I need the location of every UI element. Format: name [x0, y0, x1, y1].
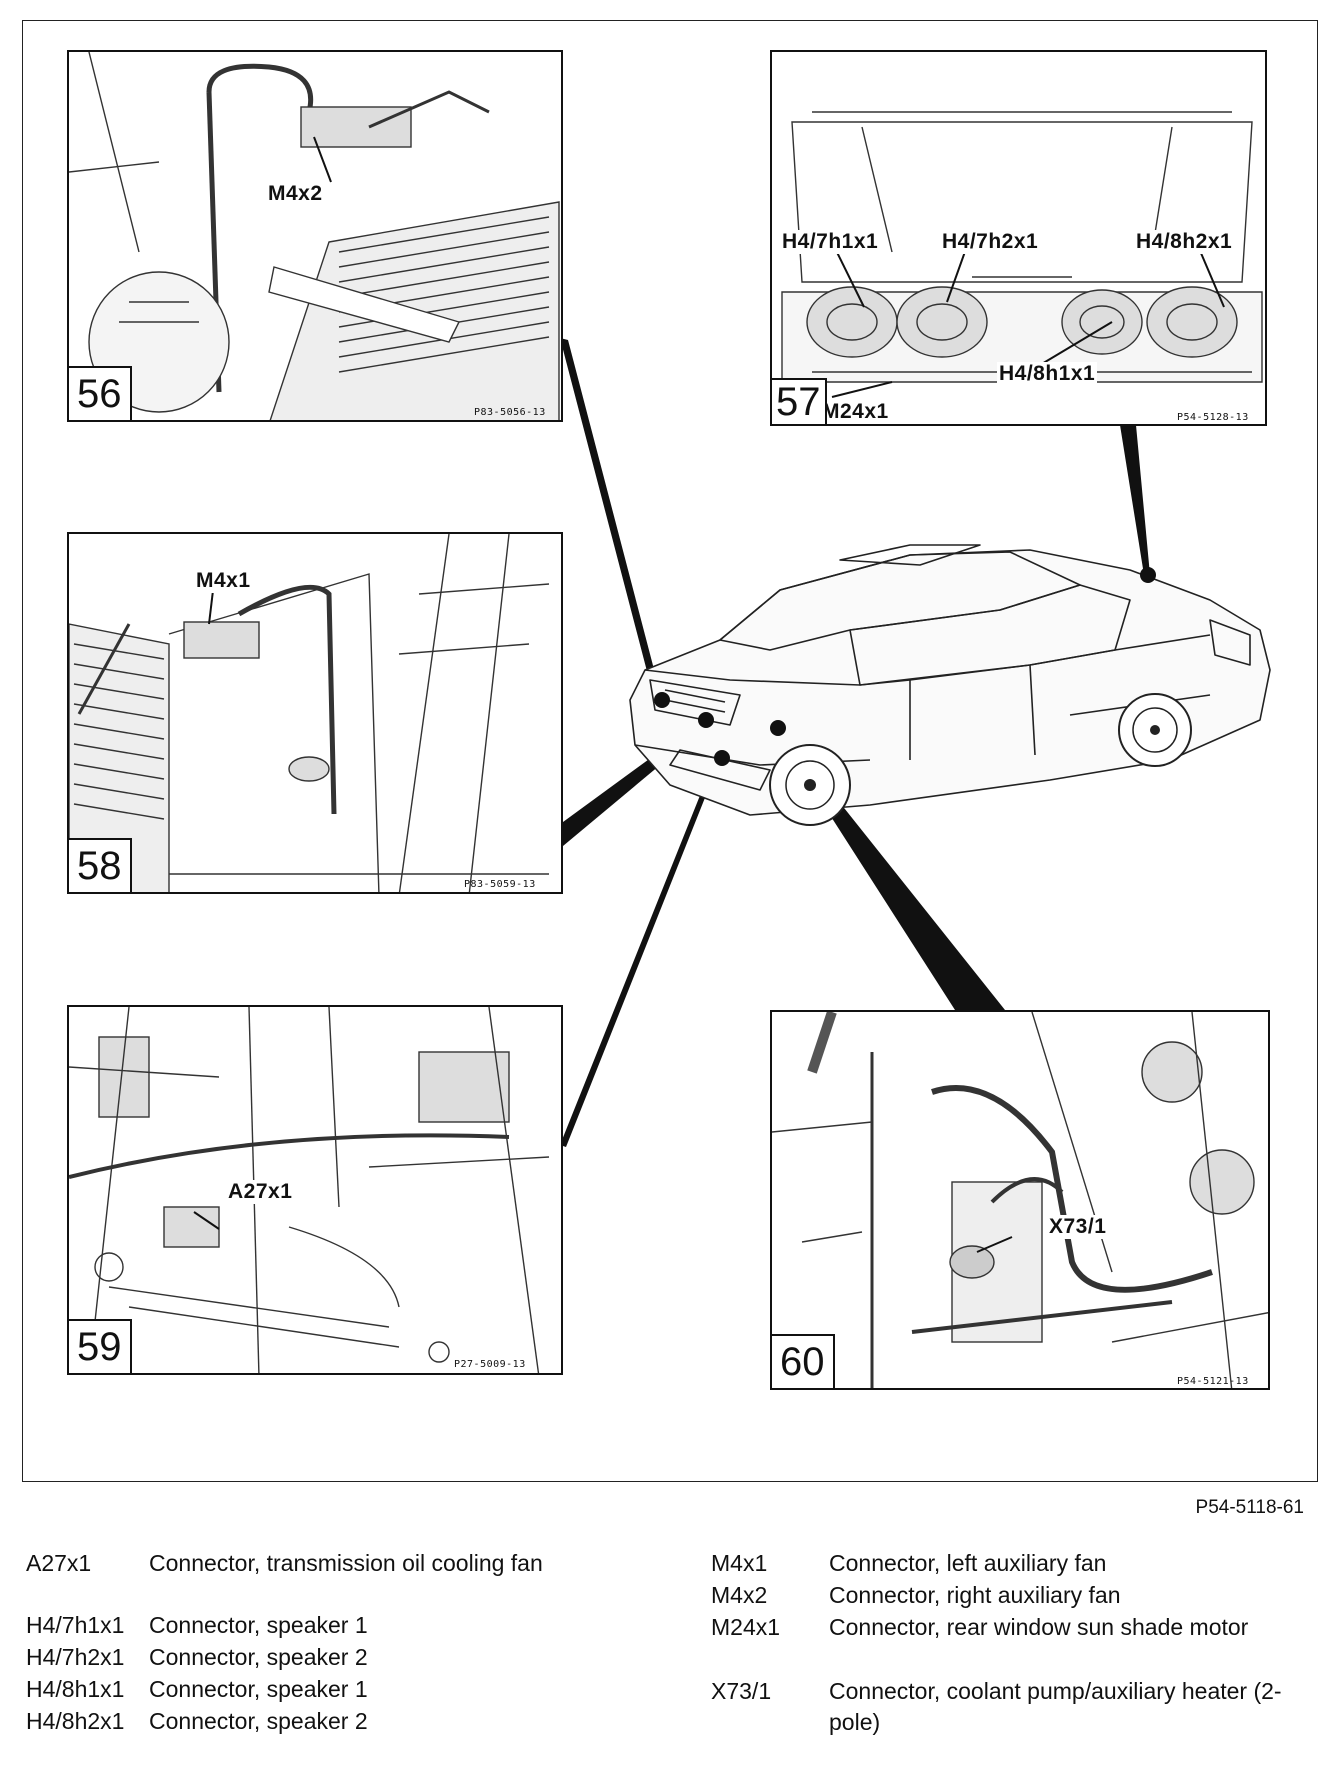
panel-58: M4x1 P83-5059-13 58: [67, 532, 563, 894]
car-illustration: [629, 544, 1271, 826]
legend-code: M24x1: [711, 1614, 781, 1640]
panel-59-drawing: [69, 1007, 550, 1373]
legend-code: H4/7h1x1: [26, 1612, 125, 1638]
legend-desc: Connector, rear window sun shade motor: [829, 1614, 1249, 1640]
panel-57-ref: P54-5128-13: [1177, 412, 1249, 423]
panel-56-drawing: [69, 52, 560, 420]
marker-59: [714, 750, 730, 766]
legend-item: A27x1 Connector, transmission oil coolin…: [26, 1548, 626, 1610]
callout-m4x1: M4x1: [194, 569, 253, 593]
pointer-59: [560, 753, 722, 1147]
diagram-frame: [22, 20, 1318, 1482]
panel-60-ref: P54-5121-13: [1177, 1376, 1249, 1387]
legend-code: M4x2: [711, 1582, 768, 1608]
legend-desc: Connector, speaker 2: [149, 1644, 368, 1670]
panel-59: A27x1 P27-5009-13 59: [67, 1005, 563, 1375]
marker-57: [1140, 567, 1156, 583]
legend-desc: Connector, transmission oil cooling fan: [149, 1550, 543, 1576]
panel-57-number: 57: [772, 378, 827, 424]
callout-x73-1: X73/1: [1047, 1215, 1109, 1239]
legend-desc: Connector, speaker 1: [149, 1612, 368, 1638]
callout-m4x2: M4x2: [266, 182, 325, 206]
callout-h4-8h1x1: H4/8h1x1: [997, 362, 1098, 386]
callout-a27x1: A27x1: [226, 1180, 295, 1204]
panel-56-ref: P83-5056-13: [474, 407, 546, 418]
marker-58: [698, 712, 714, 728]
panel-58-drawing: [69, 534, 550, 892]
callout-h4-7h2x1: H4/7h2x1: [940, 230, 1041, 254]
callout-h4-8h2x1: H4/8h2x1: [1134, 230, 1235, 254]
marker-60: [770, 720, 786, 736]
panel-56: M4x2 P83-5056-13 56: [67, 50, 563, 422]
panel-59-ref: P27-5009-13: [454, 1359, 526, 1370]
callout-m24x1: M24x1: [820, 400, 891, 424]
panel-60-drawing: [772, 1012, 1268, 1388]
panel-58-number: 58: [69, 838, 132, 892]
panel-57: H4/7h1x1 H4/7h2x1 H4/8h2x1 H4/8h1x1 M24x…: [770, 50, 1267, 426]
panel-60: X73/1 P54-5121-13 60: [770, 1010, 1270, 1390]
legend-desc: Connector, right auxiliary fan: [829, 1582, 1121, 1608]
callout-h4-7h1x1: H4/7h1x1: [780, 230, 881, 254]
legend-code: A27x1: [26, 1550, 92, 1576]
figure-reference: P54-5118-61: [1195, 1497, 1304, 1518]
legend-code: H4/7h2x1: [26, 1644, 125, 1670]
marker-56: [654, 692, 670, 708]
legend-desc: Connector, coolant pump/auxiliary heater…: [829, 1678, 1282, 1735]
panel-60-number: 60: [772, 1334, 835, 1388]
legend: A27x1 Connector, transmission oil coolin…: [26, 1548, 1326, 1758]
legend-code: H4/8h1x1: [26, 1676, 125, 1702]
pointer-56: [560, 338, 662, 702]
legend-code: M4x1: [711, 1550, 768, 1576]
panel-59-number: 59: [69, 1319, 132, 1373]
pointer-57: [1120, 425, 1150, 575]
panel-58-ref: P83-5059-13: [464, 879, 536, 890]
legend-code: X73/1: [711, 1678, 772, 1704]
legend-code: H4/8h2x1: [26, 1708, 125, 1734]
legend-desc: Connector, speaker 1: [149, 1676, 368, 1702]
legend-desc: Connector, left auxiliary fan: [829, 1550, 1107, 1576]
panel-56-number: 56: [69, 366, 132, 420]
legend-desc: Connector, speaker 2: [149, 1708, 368, 1734]
